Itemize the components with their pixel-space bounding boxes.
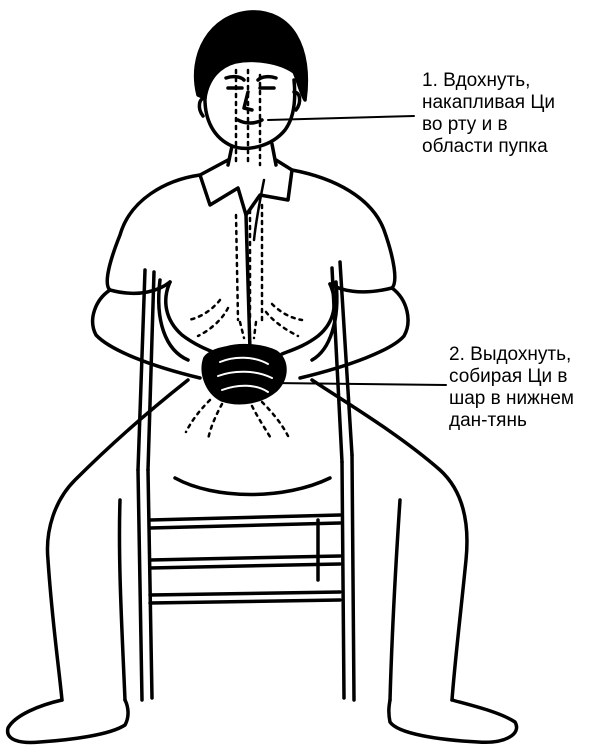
annotation-line: дан-тянь: [449, 410, 574, 432]
callout-lines: [268, 116, 446, 385]
annotation-line: шар в нижнем: [449, 388, 574, 410]
annotation-line: во рту и в: [422, 114, 555, 136]
annotation-line: области пупка: [422, 136, 555, 158]
annotation-exhale: 2. Выдохнуть, собирая Ци в шар в нижнем …: [449, 344, 574, 432]
annotation-number: 2.: [449, 344, 465, 365]
callout-line-2: [272, 383, 446, 385]
annotation-line: Вдохнуть,: [443, 70, 530, 91]
annotation-number: 1.: [422, 70, 438, 91]
cupped-hands: [203, 346, 285, 403]
annotation-line: накапливая Ци: [422, 92, 555, 114]
annotation-inhale: 1. Вдохнуть, накапливая Ци во рту и в об…: [422, 70, 555, 158]
legs: [8, 380, 517, 742]
annotation-line: Выдохнуть,: [470, 344, 571, 365]
head: [196, 12, 307, 165]
annotation-line: собирая Ци в: [449, 366, 574, 388]
